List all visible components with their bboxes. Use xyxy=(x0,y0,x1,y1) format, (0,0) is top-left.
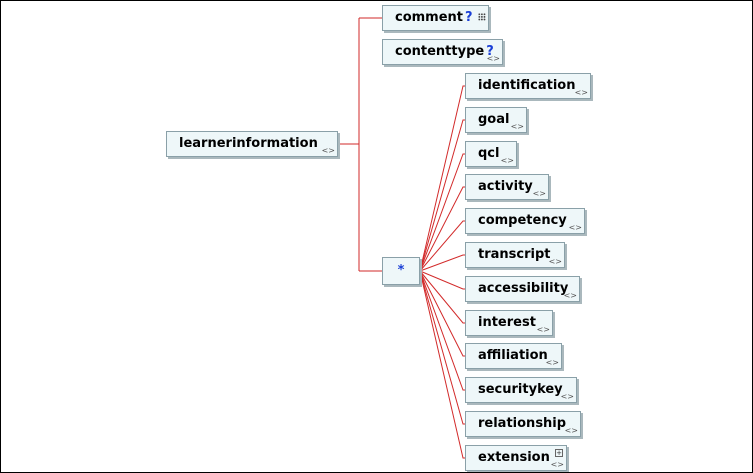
optional-mark: ? xyxy=(486,44,494,59)
expand-icon[interactable]: <> xyxy=(560,392,574,401)
element-label: qcl xyxy=(478,146,500,161)
element-extension[interactable]: extension<> + xyxy=(465,445,567,471)
element-label: relationship xyxy=(478,416,567,431)
connector-competency xyxy=(419,220,465,272)
element-competency[interactable]: competency<> xyxy=(465,208,585,234)
expand-icon[interactable]: <> xyxy=(550,460,564,469)
connector-interest xyxy=(419,270,465,324)
connector-qcl xyxy=(419,153,465,272)
element-label: activity xyxy=(478,179,533,194)
element-label: affiliation xyxy=(478,348,548,363)
element-label: extension xyxy=(478,450,550,465)
root-label: learnerinformation xyxy=(179,136,318,151)
element-label: securitykey xyxy=(478,382,563,397)
expand-icon[interactable]: <> xyxy=(510,122,524,131)
connector-securitykey xyxy=(419,270,465,391)
expand-icon[interactable]: <> xyxy=(548,257,562,266)
element-accessibility[interactable]: accessibility<> xyxy=(465,276,580,302)
connector-extension xyxy=(419,270,465,459)
expand-icon[interactable]: <> xyxy=(574,88,588,97)
element-label: interest xyxy=(478,315,536,330)
element-contenttype[interactable]: contenttype? <> xyxy=(382,39,503,65)
element-label: goal xyxy=(478,112,510,127)
expand-icon[interactable]: <> xyxy=(500,156,514,165)
extension-plus-icon[interactable]: + xyxy=(555,449,563,457)
element-label: competency xyxy=(478,213,567,228)
connector-transcript xyxy=(419,254,465,272)
expand-icon[interactable]: <> xyxy=(568,223,582,232)
element-qcl[interactable]: qcl<> xyxy=(465,141,517,167)
element-label: contenttype xyxy=(395,44,485,59)
element-affiliation[interactable]: affiliation<> xyxy=(465,343,562,369)
expand-icon[interactable]: <> xyxy=(564,426,578,435)
sequence-symbol: * xyxy=(397,263,405,278)
element-label: identification xyxy=(478,78,576,93)
expand-icon[interactable]: <> xyxy=(545,358,559,367)
expand-icon[interactable]: <> xyxy=(536,325,550,334)
element-label: comment xyxy=(395,10,464,25)
element-transcript[interactable]: transcript<> xyxy=(465,242,565,268)
expand-icon[interactable]: <> xyxy=(486,54,500,63)
element-securitykey[interactable]: securitykey<> xyxy=(465,377,577,403)
expand-icon[interactable]: <> xyxy=(321,146,335,155)
sequence-compositor[interactable]: * xyxy=(382,257,420,285)
connector-activity xyxy=(419,186,465,272)
choice-connectors xyxy=(419,85,465,459)
element-interest[interactable]: interest<> xyxy=(465,310,553,336)
element-comment[interactable]: comment? xyxy=(382,5,489,31)
connector-goal xyxy=(419,119,465,272)
root-node[interactable]: learnerinformation <> xyxy=(166,131,338,157)
element-label: transcript xyxy=(478,247,551,262)
element-identification[interactable]: identification<> xyxy=(465,73,591,99)
expand-icon[interactable]: <> xyxy=(532,189,546,198)
connector-affiliation xyxy=(419,270,465,357)
annotation-icon[interactable] xyxy=(478,13,486,21)
optional-mark: ? xyxy=(465,10,473,25)
connector-identification xyxy=(419,85,465,272)
element-relationship[interactable]: relationship<> xyxy=(465,411,581,437)
expand-icon[interactable]: <> xyxy=(563,291,577,300)
connector-accessibility xyxy=(419,270,465,290)
connector-relationship xyxy=(419,270,465,425)
element-label: accessibility xyxy=(478,281,569,296)
element-goal[interactable]: goal<> xyxy=(465,107,527,133)
element-activity[interactable]: activity<> xyxy=(465,174,549,200)
